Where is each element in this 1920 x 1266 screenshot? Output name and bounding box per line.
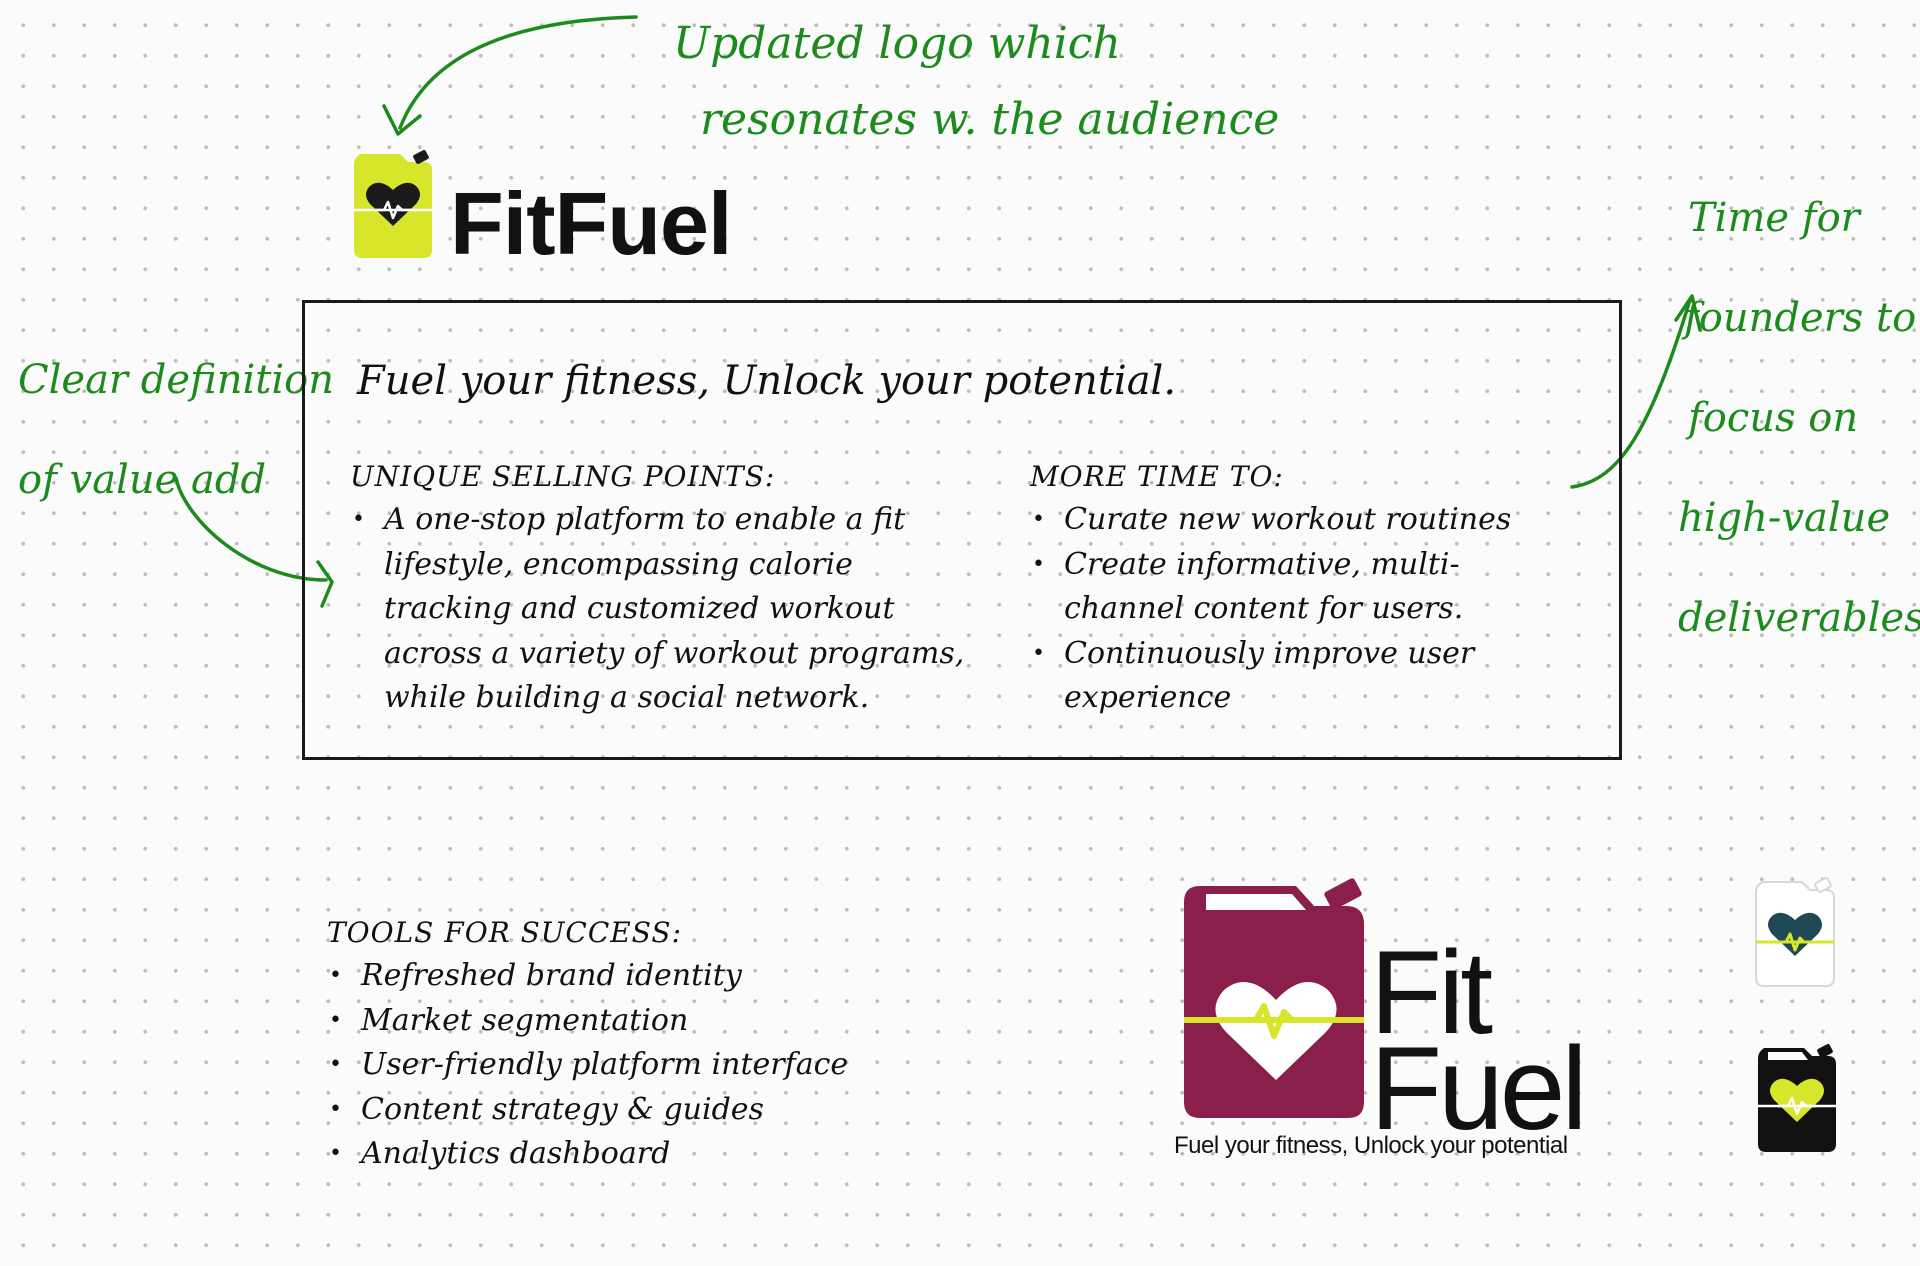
jerrycan-heart-logo-black-icon: [1758, 1044, 1836, 1152]
tools-item: User-friendly platform interface: [327, 1043, 848, 1088]
jerrycan-heart-logo-maroon-icon: [1184, 878, 1364, 1118]
usp-item-line: tracking and customized workout: [384, 591, 895, 626]
founders-note-arrow: [1570, 298, 1692, 489]
founders-note-arrowhead: [1674, 294, 1702, 332]
more-time-list: Curate new workout routines Create infor…: [1030, 498, 1511, 721]
stacked-wordmark-fit: Fit: [1370, 927, 1493, 1059]
tools-heading: TOOLS FOR SUCCESS:: [327, 916, 682, 949]
logo-annotation-line2: resonates w. the audience: [700, 94, 1280, 145]
tools-item: Content strategy & guides: [327, 1088, 848, 1133]
founders-annotation-line5: deliverables: [1678, 595, 1920, 641]
usp-list: A one-stop platform to enable a fit life…: [350, 498, 964, 721]
more-time-item-line: channel content for users.: [1064, 591, 1464, 626]
stacked-wordmark-fuel: Fuel: [1370, 1023, 1588, 1155]
more-time-item-line: Curate new workout routines: [1064, 502, 1512, 537]
logo-lockup-tagline: Fuel your fitness, Unlock your potential: [1174, 1132, 1568, 1159]
more-time-item: Create informative, multi- channel conte…: [1030, 543, 1511, 632]
logo-note-arrowhead: [382, 104, 422, 136]
more-time-heading: MORE TIME TO:: [1030, 460, 1284, 493]
founders-annotation: Time for founders to focus on high-value…: [1678, 168, 1920, 668]
usp-item-line: A one-stop platform to enable a fit: [384, 502, 906, 537]
founders-annotation-line1: Time for: [1688, 195, 1860, 241]
usp-item-line: across a variety of workout programs,: [384, 635, 965, 671]
value-proposition-box: [302, 300, 1622, 760]
brand-wordmark: FitFuel: [450, 174, 732, 273]
jerrycan-heart-logo-white-icon: [1755, 877, 1835, 987]
value-note-arrow: [174, 476, 328, 582]
more-time-item: Continuously improve user experience: [1030, 632, 1511, 721]
logo-annotation-line1: Updated logo which: [673, 18, 1121, 69]
usp-item-line: lifestyle, encompassing calorie: [384, 546, 853, 582]
founders-annotation-line2: founders to: [1684, 295, 1917, 341]
usp-item-line: while building a social network.: [384, 680, 870, 715]
more-time-item-line: Create informative, multi-: [1064, 546, 1460, 582]
founders-annotation-line3: focus on: [1688, 395, 1859, 441]
jerrycan-heart-logo-lime-icon: [354, 150, 432, 258]
more-time-item-line: Continuously improve user: [1064, 635, 1475, 671]
value-annotation-line1: Clear definition: [18, 357, 334, 403]
tools-item: Refreshed brand identity: [327, 954, 848, 999]
usp-heading: UNIQUE SELLING POINTS:: [350, 460, 776, 493]
usp-item: A one-stop platform to enable a fit life…: [350, 498, 964, 721]
more-time-item: Curate new workout routines: [1030, 498, 1511, 543]
founders-annotation-line4: high-value: [1678, 495, 1891, 541]
more-time-item-line: experience: [1064, 680, 1232, 715]
value-tagline: Fuel your fitness, Unlock your potential…: [357, 358, 1177, 404]
value-note-arrowhead: [316, 560, 334, 608]
value-annotation-line2: of value add: [18, 457, 267, 503]
tools-list: Refreshed brand identity Market segmenta…: [327, 954, 848, 1177]
tools-item: Analytics dashboard: [327, 1132, 848, 1177]
tools-item: Market segmentation: [327, 999, 848, 1044]
logo-note-arrow: [398, 15, 638, 130]
